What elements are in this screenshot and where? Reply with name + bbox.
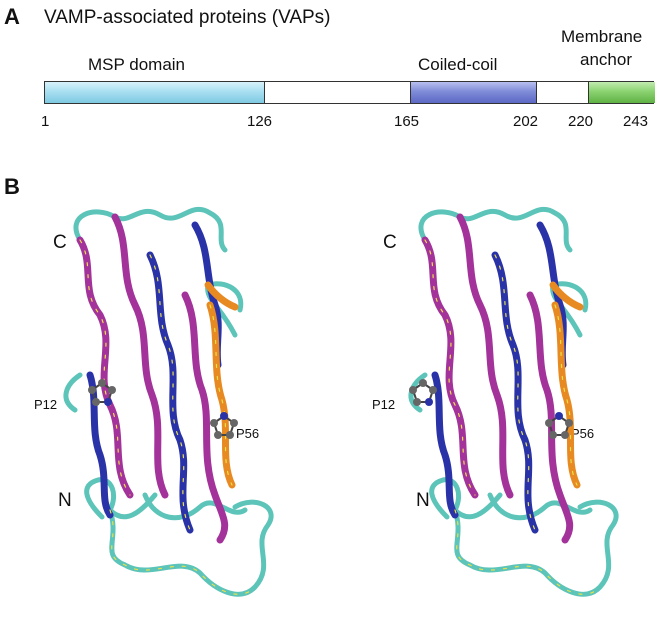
membrane-label-line2: anchor — [580, 50, 632, 69]
c-terminus-label: C — [53, 232, 67, 253]
vap-msp-structure-right — [408, 206, 619, 597]
tick-label: 202 — [513, 113, 539, 130]
tick-label: 165 — [394, 113, 420, 130]
n-terminus-label: N — [416, 490, 430, 511]
coiled-coil-segment — [410, 82, 537, 103]
tick-label: 1 — [41, 113, 50, 130]
proline-56-residue — [545, 412, 573, 439]
panel-a-letter: A — [4, 4, 20, 29]
msp-domain-segment — [45, 82, 265, 103]
msp-domain-label: MSP domain — [88, 55, 186, 74]
proline-12-residue — [88, 379, 116, 406]
vap-domain-bar — [44, 81, 655, 104]
backbone-stripes — [424, 239, 601, 595]
panel-a-title: VAMP-associated proteins (VAPs) — [44, 7, 331, 28]
backbone-stripes — [79, 239, 256, 595]
proline-56-residue — [210, 412, 238, 439]
coiled-coil-label: Coiled-coil — [418, 55, 498, 74]
proline-12-residue — [409, 379, 437, 406]
c-terminus-label: C — [383, 232, 397, 253]
tick-label: 220 — [568, 113, 594, 130]
n-terminus-label: N — [58, 490, 72, 511]
tick-label: 243 — [623, 113, 649, 130]
proline-12-label: P12 — [34, 397, 58, 412]
proline-12-label: P12 — [372, 397, 396, 412]
proline-56-label: P56 — [571, 426, 595, 441]
membrane-anchor-segment — [588, 82, 655, 103]
proline-56-label: P56 — [236, 426, 260, 441]
panel-b-letter: B — [4, 174, 20, 199]
membrane-label-line1: Membrane — [561, 27, 643, 46]
tick-label: 126 — [247, 113, 273, 130]
vap-msp-structure-left — [63, 206, 274, 597]
